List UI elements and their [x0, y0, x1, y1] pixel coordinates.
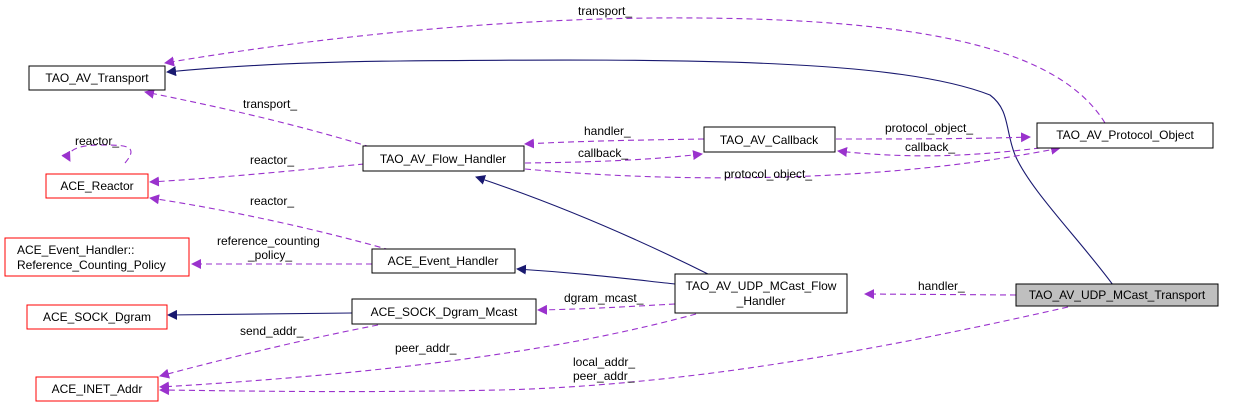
edge-udp-flow-dgram-mcast — [537, 303, 676, 315]
node-label: TAO_AV_Callback — [720, 133, 819, 147]
edge-label-rcp-2: _policy_ — [247, 248, 292, 262]
edge-protocol-object-callback — [837, 147, 1041, 157]
node-ace-event-handler[interactable]: ACE_Event_Handler — [371, 248, 516, 274]
edge-callback-protocol-object — [835, 132, 1031, 143]
node-label: TAO_AV_UDP_MCast_Transport — [1029, 288, 1206, 302]
node-ace-sock-dgram-mcast[interactable]: ACE_SOCK_Dgram_Mcast — [351, 298, 537, 325]
edge-label-send-addr: send_addr_ — [240, 324, 304, 338]
edge-event-handler-reactor — [149, 194, 391, 251]
node-tao-av-transport[interactable]: TAO_AV_Transport — [28, 65, 166, 91]
edge-udp-flow-inherits-event-handler — [516, 264, 676, 285]
edge-label-transport-top: transport_ — [578, 4, 632, 18]
edge-flow-handler-transport — [144, 88, 381, 151]
node-tao-av-callback[interactable]: TAO_AV_Callback — [703, 126, 836, 153]
edge-label-rcp-1: reference_counting — [217, 234, 320, 248]
edge-label-peer-addr-transport: peer_addr_ — [573, 369, 635, 383]
edges: transport_ transport_ reactor_ reactor_ … — [61, 4, 1114, 396]
edge-dgram-mcast-inherits-dgram — [167, 309, 353, 320]
node-label: ACE_INET_Addr — [52, 382, 143, 396]
node-tao-av-flow-handler[interactable]: TAO_AV_Flow_Handler — [362, 145, 525, 172]
edge-label-reactor-flow: reactor_ — [250, 153, 294, 167]
edge-label-handler-cb: handler_ — [584, 124, 631, 138]
edge-udp-flow-inherits-flow-handler — [475, 175, 713, 277]
edge-flow-handler-callback — [524, 150, 703, 164]
edge-flow-handler-reactor — [149, 163, 365, 187]
node-ace-inet-addr[interactable]: ACE_INET_Addr — [35, 376, 159, 402]
node-ace-event-handler-rcp[interactable]: ACE_Event_Handler:: Reference_Counting_P… — [4, 237, 190, 277]
node-label: TAO_AV_Transport — [45, 71, 149, 85]
node-tao-av-udp-mcast-flow-handler[interactable]: TAO_AV_UDP_MCast_Flow _Handler — [674, 273, 848, 314]
node-label-line-2: _Handler — [736, 294, 786, 308]
edge-label-reactor-event: reactor_ — [250, 194, 294, 208]
edge-reactor-self — [61, 144, 132, 164]
edge-label-callback-po: callback_ — [905, 140, 955, 154]
edge-label-transport-flow: transport_ — [243, 97, 297, 111]
edge-flow-handler-protocol-object — [524, 144, 1061, 179]
node-label: ACE_SOCK_Dgram_Mcast — [371, 305, 518, 319]
node-label: ACE_Event_Handler — [388, 254, 499, 268]
node-ace-reactor[interactable]: ACE_Reactor — [45, 173, 149, 199]
node-tao-av-protocol-object[interactable]: TAO_AV_Protocol_Object — [1036, 122, 1214, 149]
edge-transport-udp-flow-handler — [864, 289, 1017, 300]
edge-label-local-addr: local_addr_ — [573, 355, 635, 369]
edge-label-protocol-object-cb: protocol_object_ — [885, 121, 973, 135]
node-label: ACE_Reactor — [60, 179, 133, 193]
edge-label-callback-flow: callback_ — [578, 146, 628, 160]
node-tao-av-udp-mcast-transport[interactable]: TAO_AV_UDP_MCast_Transport — [1015, 283, 1219, 307]
edge-label-handler-transport: handler_ — [918, 279, 965, 293]
edge-label-peer-addr-flow: peer_addr_ — [395, 341, 457, 355]
node-label-line-2: Reference_Counting_Policy — [17, 258, 166, 272]
node-label-line-1: TAO_AV_UDP_MCast_Flow — [686, 279, 837, 293]
edge-transport-inet-addr — [159, 306, 1069, 396]
node-label: ACE_SOCK_Dgram — [43, 310, 151, 324]
edge-udp-mcast-transport-inherits-transport — [166, 59, 1114, 286]
node-label-line-1: ACE_Event_Handler:: — [17, 243, 134, 257]
node-label: TAO_AV_Protocol_Object — [1056, 128, 1194, 142]
node-label: TAO_AV_Flow_Handler — [380, 152, 506, 166]
edge-udp-flow-inet-addr — [159, 313, 697, 392]
nodes: TAO_AV_Transport ACE_Reactor ACE_Event_H… — [4, 65, 1219, 402]
edge-dgram-mcast-inet-addr — [159, 324, 379, 379]
edge-label-dgram-mcast: dgram_mcast_ — [564, 291, 644, 305]
edge-label-protocol-object-flow: protocol_object_ — [724, 167, 812, 181]
node-ace-sock-dgram[interactable]: ACE_SOCK_Dgram — [26, 304, 168, 330]
edge-protocol-object-transport — [164, 17, 1106, 124]
edge-label-reactor-self: reactor_ — [75, 134, 119, 148]
edge-callback-flow-handler — [524, 138, 705, 149]
